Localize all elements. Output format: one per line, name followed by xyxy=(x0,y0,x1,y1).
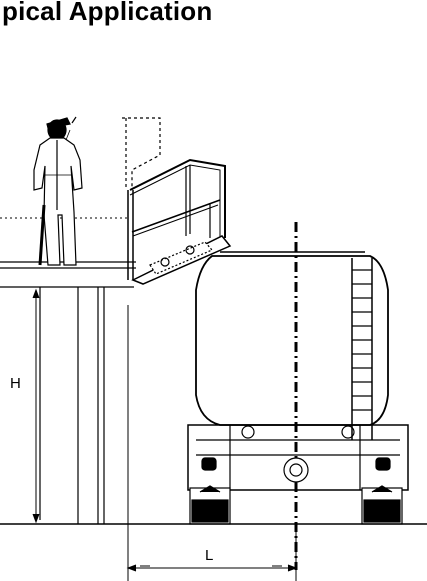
loading-platform xyxy=(0,190,136,524)
gangway-handrail xyxy=(122,117,232,285)
height-label: H xyxy=(10,375,21,392)
wheels xyxy=(189,485,403,525)
length-dimension xyxy=(126,305,298,581)
height-dimension xyxy=(32,288,40,524)
page-title: pical Application xyxy=(2,0,213,26)
tank-truck xyxy=(187,222,409,570)
length-label: L xyxy=(205,547,213,564)
operator-figure xyxy=(33,116,83,266)
